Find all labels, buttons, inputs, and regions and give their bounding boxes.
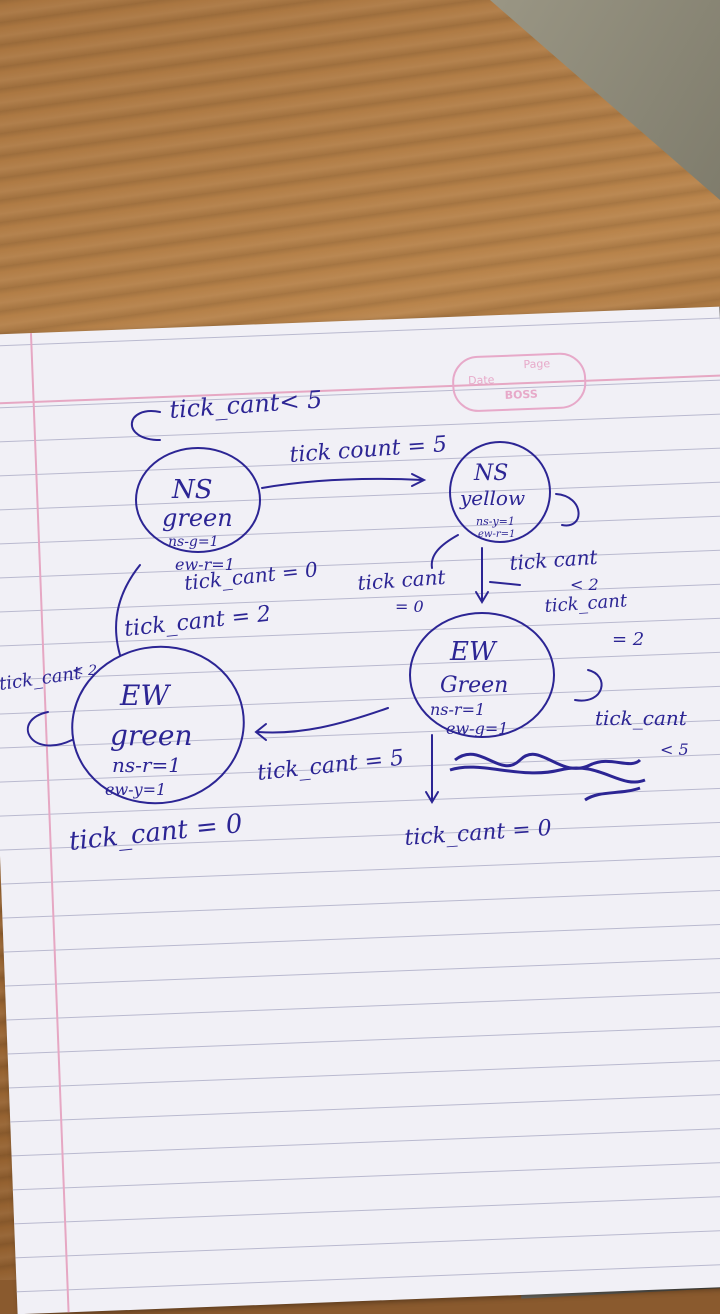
ew-green-right-name-line2: Green: [440, 673, 508, 698]
yellow-self-loop-label-1: tick cant: [509, 545, 600, 575]
right-bottom-label: tick_cant = 0: [404, 816, 553, 851]
ew-left-to-ns-green-arrow: [115, 564, 141, 656]
yellow-to-ew-label-2: = 2: [612, 629, 644, 650]
state-diagram: NS green ns-g=1 ew-r=1 tick_cant = 0 tic…: [0, 385, 689, 857]
ns-yellow-output: ns-y=1: [476, 515, 515, 528]
arrowhead-2: [475, 591, 489, 604]
ns-green-name-line2: green: [162, 504, 233, 532]
yellow-reset-label-1: tick cant: [357, 565, 448, 595]
ns-yellow-self-loop-arrow: [555, 493, 580, 527]
left-loop-label-2: < 2: [72, 663, 97, 679]
arrowhead-4: [425, 791, 439, 804]
state-ew-green-left: [71, 645, 245, 805]
yellow-self-loop-label-2: < 2: [570, 575, 599, 594]
ew-green-right-output2: ew-g=1: [446, 719, 508, 738]
ew-green-left-self-loop-arrow: [27, 711, 73, 747]
ew-green-right-output1: ns-r=1: [430, 700, 485, 719]
left-loop-label-1: tick_cant: [0, 663, 83, 695]
state-ew-green-right: [409, 612, 555, 738]
scribbled-out-text: [449, 752, 646, 784]
ew-right-to-left-label: tick_cant = 5: [256, 746, 405, 786]
ew-green-right-self-loop-arrow: [574, 669, 603, 702]
state-ns-yellow: [449, 441, 551, 543]
ns-green-output2: ew-r=1: [175, 555, 235, 574]
ns-yellow-name-line2: yellow: [459, 486, 525, 510]
state-ns-green: [135, 447, 261, 553]
yellow-reset-label-2: = 0: [395, 597, 424, 616]
yellow-to-ew-label-1: tick_cant: [544, 590, 629, 617]
ns-green-to-yellow-arrow: [261, 477, 423, 489]
ns-green-self-loop-label: tick_cant< 5: [168, 385, 323, 424]
ew-green-right-loop-label-1: tick_cant: [595, 706, 688, 730]
ns-yellow-name: NS: [473, 461, 508, 486]
yellow-reset-arrow: [430, 534, 459, 569]
ew-left-to-ns-green-label: tick_cant = 2: [123, 602, 272, 642]
ew-right-to-left-arrow: [257, 707, 389, 734]
left-bottom-label: tick_cant = 0: [68, 809, 244, 857]
ew-green-right-loop-label-2: < 5: [660, 740, 689, 759]
ns-yellow-output2: ew-r=1: [478, 529, 515, 540]
ns-green-name: NS: [171, 475, 213, 505]
arrowhead-3: [254, 723, 267, 741]
yellow-side-arrow: [489, 581, 521, 586]
ew-green-left-name: EW: [119, 679, 171, 712]
ns-green-to-yellow-label: tick count = 5: [289, 432, 448, 468]
ew-green-left-name-line2: green: [110, 719, 192, 752]
ew-green-left-output2: ew-y=1: [105, 780, 166, 799]
ew-green-left-output1: ns-r=1: [112, 753, 181, 777]
scribble-mark: [584, 786, 641, 802]
arrowhead-1: [411, 473, 427, 487]
ns-green-self-loop-arrow: [130, 410, 161, 441]
ew-green-right-name: EW: [449, 637, 498, 667]
ns-green-output1: ns-g=1: [168, 534, 219, 550]
